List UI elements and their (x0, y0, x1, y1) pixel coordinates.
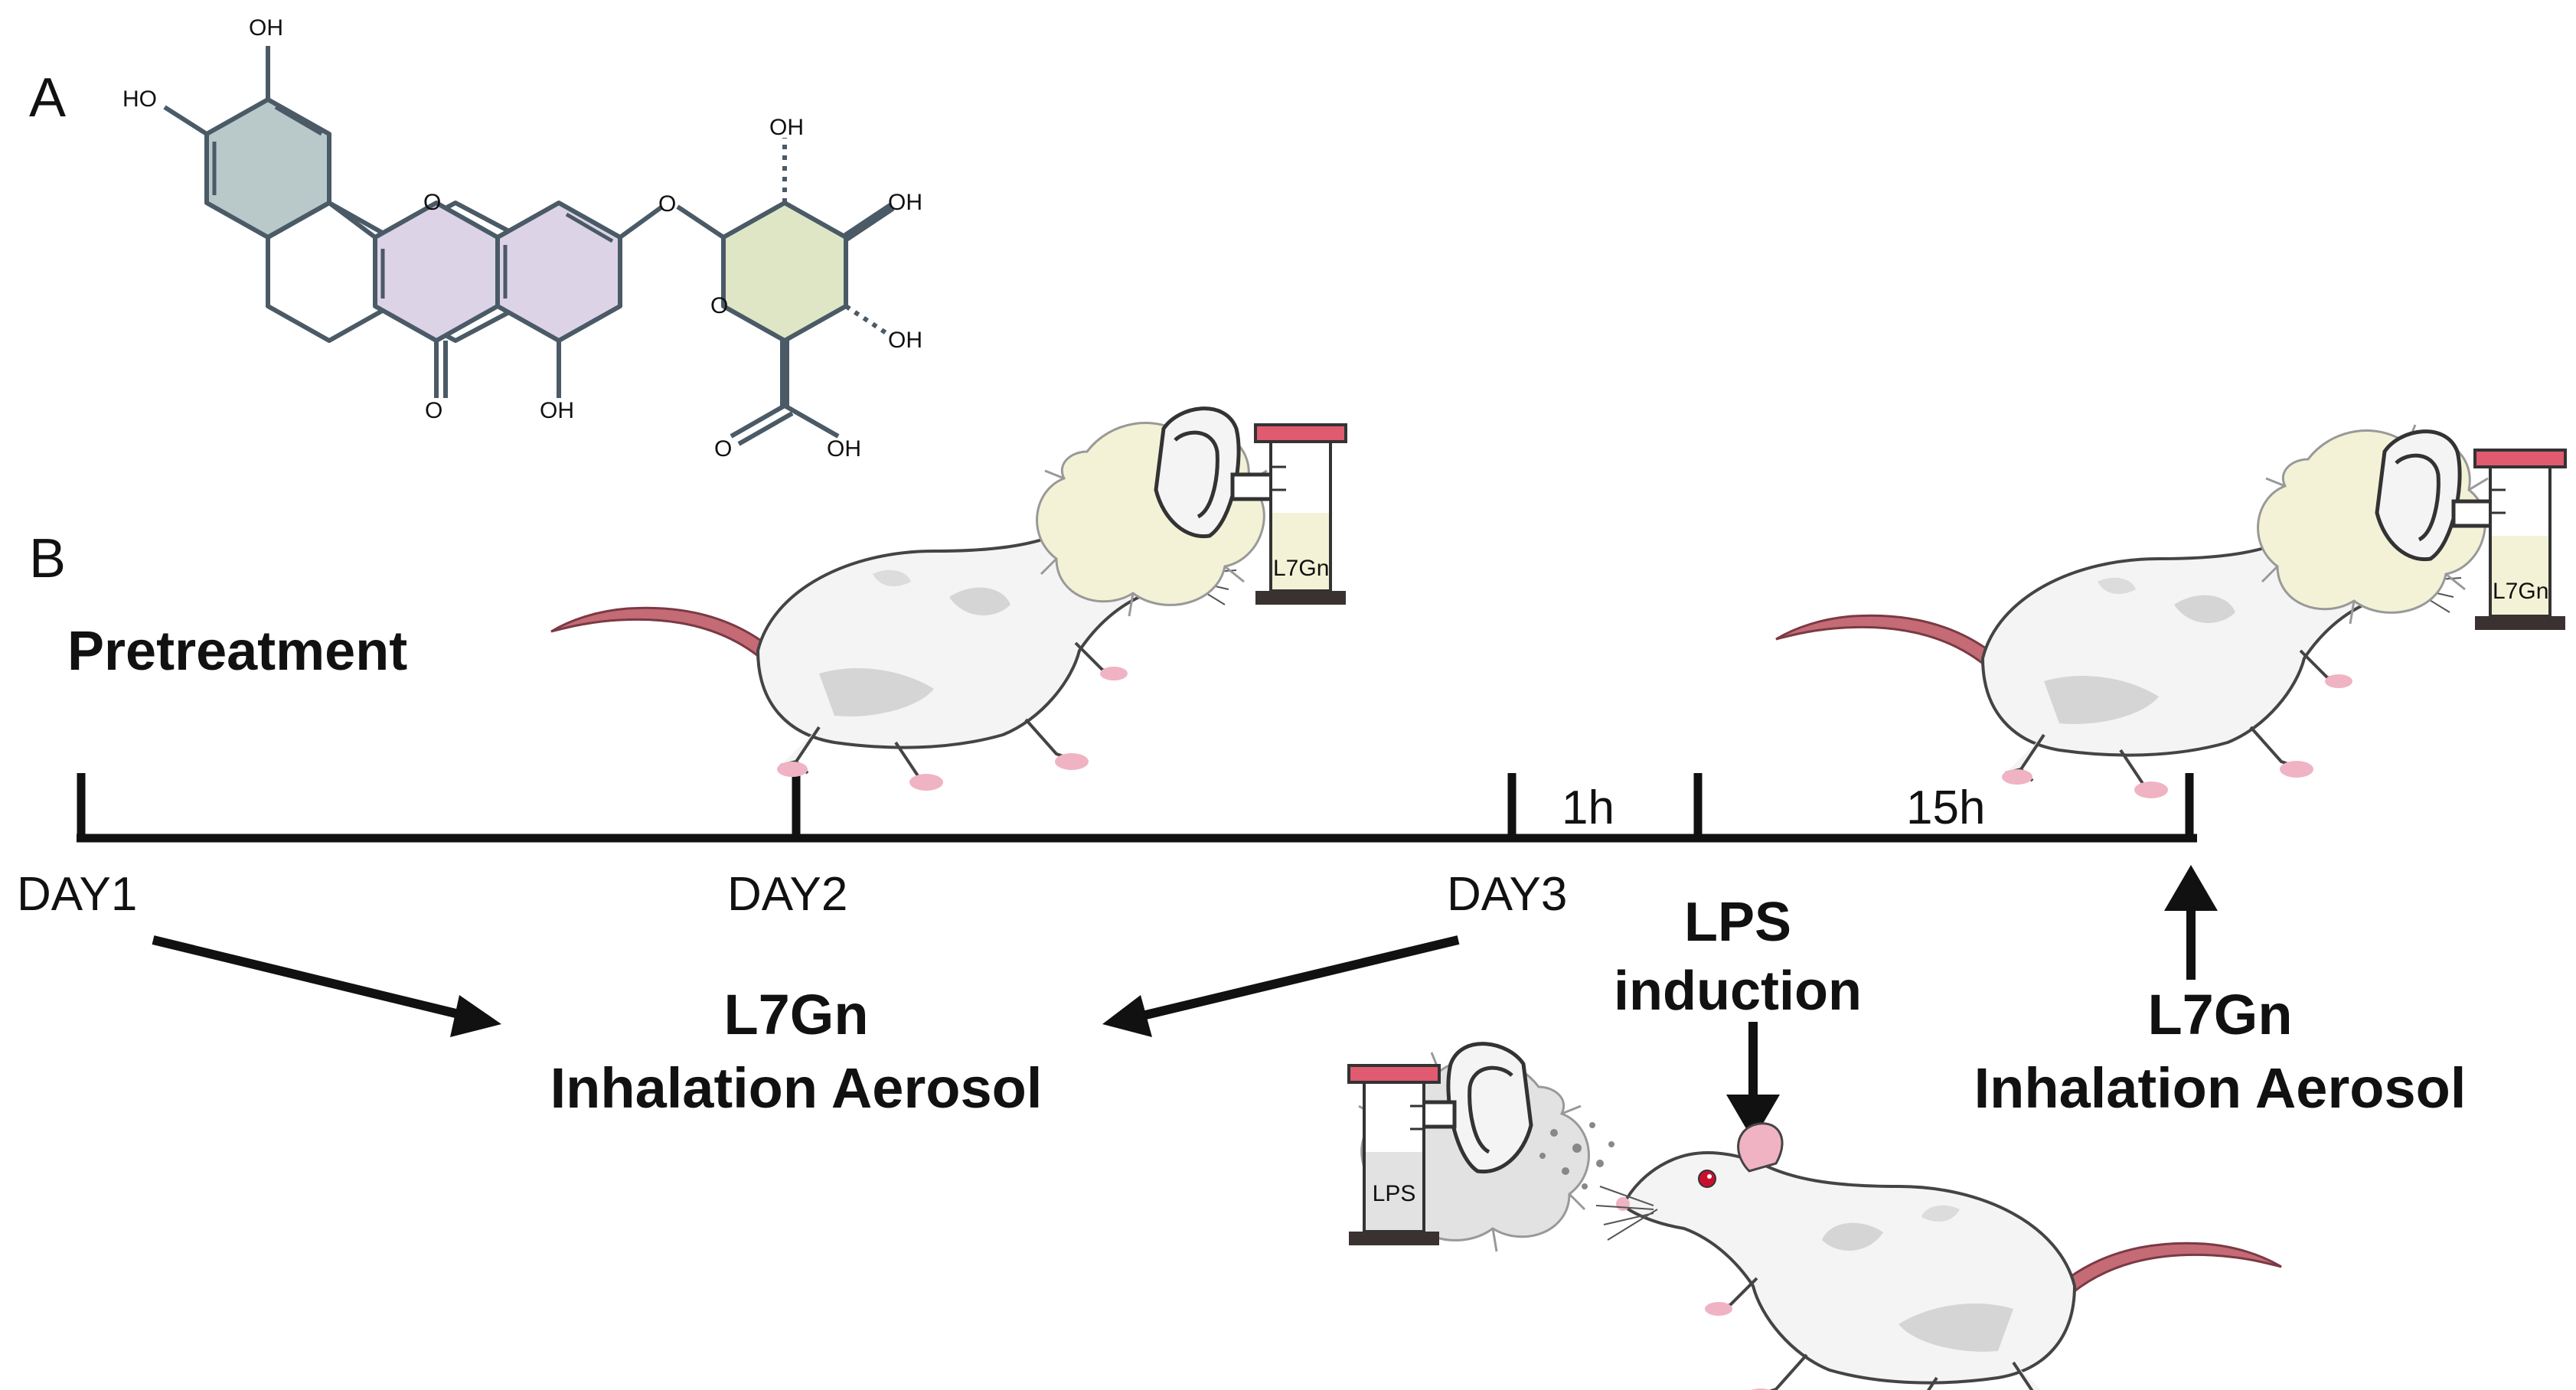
sugar-ring (721, 201, 848, 343)
nebulizer-bottle-icon (1347, 1064, 1441, 1245)
bottle-label: L7Gn (1273, 556, 1330, 581)
atom-label: OH (827, 436, 861, 462)
atom-label: OH (540, 398, 574, 423)
atom-label: O (425, 398, 443, 423)
atom-label: O (710, 293, 729, 318)
nebulizer-bottle-icon (1254, 423, 1347, 605)
arrow-day1 (152, 935, 476, 1023)
chromone-fill-b (498, 203, 620, 341)
mouse-icon (1595, 1121, 2283, 1390)
bottle-label: L7Gn (2493, 579, 2549, 604)
treatment-a-line2: Inhalation Aerosol (550, 1056, 1043, 1121)
treatment-b-line2: Inhalation Aerosol (1974, 1056, 2467, 1121)
lps-line1: LPS (1683, 892, 1792, 953)
arrows (152, 865, 2218, 1140)
interval-label-1h: 1h (1562, 781, 1614, 834)
interval-label-15h: 15h (1906, 781, 1986, 834)
treatment-a-line1: L7Gn (723, 983, 869, 1046)
chromone-fill (375, 203, 498, 341)
l7gn-molecule (163, 46, 895, 446)
treatment-label-pretreatment: L7Gn Inhalation Aerosol (452, 978, 1141, 1125)
lps-line2: induction (1614, 961, 1862, 1022)
day-label-day3: DAY3 (1447, 868, 1568, 921)
panel-label-a: A (29, 67, 67, 129)
panel-label-b: B (29, 528, 67, 589)
atom-label: OH (769, 115, 804, 140)
phenyl-ring (204, 97, 331, 240)
atom-label: OH (249, 15, 283, 41)
atom-label: O (423, 190, 442, 215)
atom-label: OH (888, 328, 922, 353)
nebulizer-bottle-icon (2473, 449, 2567, 630)
lps-induction-label: LPS induction (1554, 888, 1921, 1026)
aerosol-particles (1539, 1122, 1614, 1189)
atom-label: OH (888, 190, 922, 215)
inhalation-mask-icon (2375, 429, 2498, 562)
atom-label: HO (122, 86, 157, 112)
arrow-day3 (1131, 935, 1460, 1023)
treatment-label-post: L7Gn Inhalation Aerosol (1876, 978, 2565, 1125)
atom-label: O (714, 436, 733, 462)
pretreatment-heading: Pretreatment (67, 621, 408, 682)
bottle-label: LPS (1372, 1181, 1416, 1206)
day-label-day2: DAY2 (727, 868, 848, 921)
treatment-b-line1: L7Gn (2147, 983, 2293, 1046)
timeline-axis (77, 773, 2197, 843)
atom-label: O (658, 191, 677, 217)
day-label-day1: DAY1 (17, 868, 138, 921)
